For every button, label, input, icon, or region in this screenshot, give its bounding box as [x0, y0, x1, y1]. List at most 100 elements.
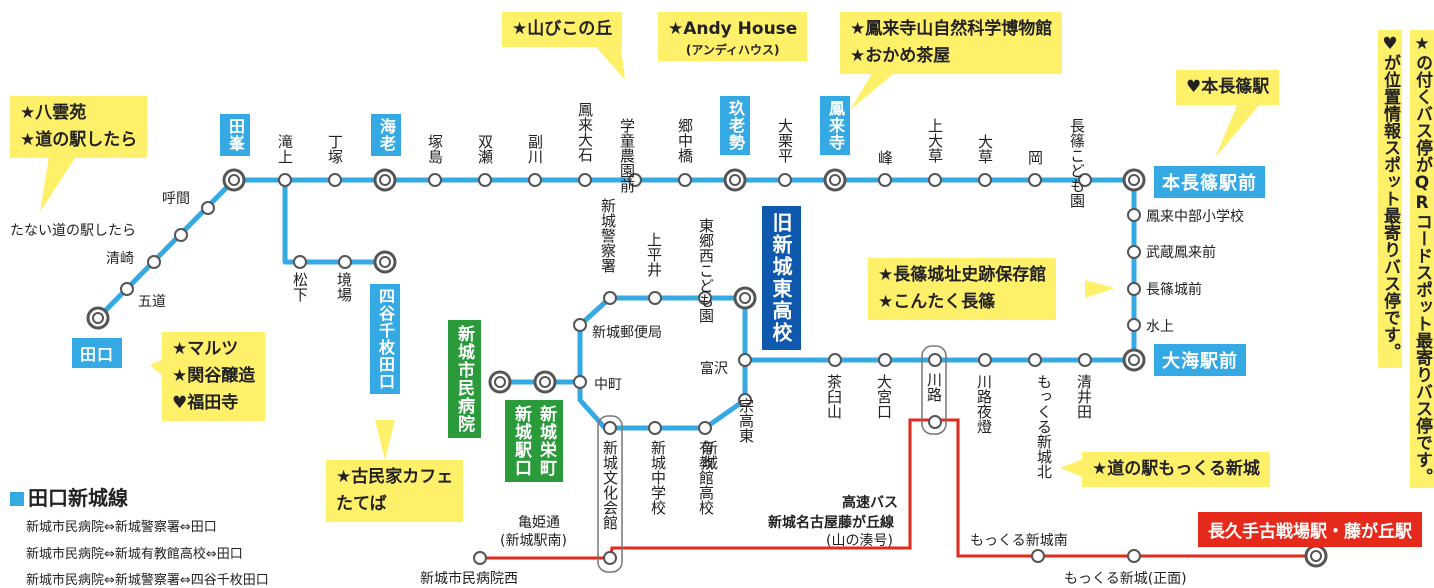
- stop-label: 新城警察署: [599, 198, 617, 273]
- stop-marker: [878, 353, 892, 367]
- stop-label: 新城: [701, 440, 719, 470]
- terminal-kuroze: 玖老勢: [720, 96, 750, 155]
- stop-marker: [1127, 282, 1141, 296]
- callout-line: ★マルツ: [172, 339, 239, 359]
- legend-route: 新城市民病院⇔新城有教館高校⇔田口: [26, 547, 243, 562]
- callout-line: ★八雲苑: [20, 103, 87, 123]
- stop-label: 水上: [1146, 319, 1174, 335]
- callout-line: ★長篠城址史跡保存館: [878, 265, 1047, 285]
- terminal-yotsuya: 四谷千枚田口: [370, 284, 400, 394]
- stop-marker: [147, 255, 161, 269]
- terminal-highschool: 旧新城東高校: [762, 206, 801, 350]
- note-heart: ♥が位置情報スポット最寄りバス停です。: [1378, 30, 1402, 368]
- stop-label: 長篠城前: [1146, 282, 1202, 298]
- callout-line: たてば: [336, 494, 387, 514]
- stop-label: もっくる新城南: [970, 533, 1068, 549]
- stop-marker: [778, 173, 792, 187]
- stop-marker: [738, 353, 752, 367]
- terminal-nagakute: 長久手古戦場駅・藤が丘駅: [1198, 512, 1422, 547]
- stop-label: 川路夜燈: [975, 374, 993, 434]
- stop-label: 境場: [335, 272, 353, 302]
- stop-marker: [174, 228, 188, 242]
- bunka-frame: [597, 415, 623, 573]
- callout-castle: ★長篠城址史跡保存館 ★こんたく長篠: [868, 258, 1057, 320]
- stop-marker: [1028, 173, 1042, 187]
- stop-label: 大宮口: [875, 374, 893, 419]
- stop-marker: [1127, 208, 1141, 222]
- stop-marker: [648, 291, 662, 305]
- stop-label: 郷中橋: [676, 118, 694, 163]
- express-label: 高速バス: [842, 495, 898, 511]
- stop-marker: [698, 421, 712, 435]
- terminal-ebi: 海老: [371, 114, 401, 156]
- callout-cafe: ★古民家カフェ たてば: [326, 460, 464, 522]
- terminal-tashina: 田峯: [220, 114, 250, 156]
- stop-marker: [928, 173, 942, 187]
- stop-label: 双瀬: [476, 134, 494, 164]
- callout-line: ♥福田寺: [172, 393, 239, 413]
- stop-label: 副川: [526, 134, 544, 164]
- stop-label: 塚島: [426, 134, 444, 164]
- callout-yamabiko: ★山びこの丘: [502, 12, 623, 47]
- stop-marker: [428, 173, 442, 187]
- stop-marker: [578, 173, 592, 187]
- legend-title-text: 田口新城線: [28, 486, 128, 510]
- stop-marker: [328, 173, 342, 187]
- stop-label: もっくる新城北: [1035, 374, 1053, 479]
- terminal-ekimae: 新城駅口: [505, 400, 538, 482]
- stop-marker: [828, 353, 842, 367]
- stop-label: 新城郵便局: [592, 325, 662, 341]
- stop-label: 東郷西こども園: [697, 218, 715, 323]
- stop-marker: [278, 173, 292, 187]
- stop-label: もっくる新城(正面): [1064, 571, 1187, 587]
- stop-label: 中町: [594, 377, 622, 393]
- stop-marker: [478, 173, 492, 187]
- terminal-stop-inner: [729, 174, 741, 186]
- stop-marker: [678, 173, 692, 187]
- stop-marker: [1127, 549, 1141, 563]
- stop-marker: [603, 421, 617, 435]
- terminal-stop-inner: [539, 376, 551, 388]
- loop-line: [577, 295, 748, 431]
- callout-mokkuru: ★道の駅もっくる新城: [1082, 452, 1270, 487]
- legend-route: 新城市民病院⇔新城警察署⇔四谷千枚田口: [26, 573, 269, 588]
- stop-marker: [628, 173, 642, 187]
- stop-label: 清井田: [1075, 374, 1093, 419]
- terminal-nagashino: 本長篠駅前: [1154, 166, 1265, 198]
- stop-marker: [1028, 353, 1042, 367]
- stop-marker: [293, 255, 307, 269]
- terminal-horaiji: 鳳来寺: [820, 96, 850, 155]
- legend-title: 田口新城線: [10, 482, 128, 511]
- stop-marker: [603, 291, 617, 305]
- terminal-stop-inner: [829, 174, 841, 186]
- terminal-hospital: 新城市民病院: [448, 320, 481, 438]
- terminal-stop-inner: [1128, 174, 1140, 186]
- stop-marker: [1127, 245, 1141, 259]
- callout-marutsu: ★マルツ ★関谷醸造 ♥福田寺: [162, 332, 266, 421]
- stop-marker: [878, 173, 892, 187]
- callout-line: ★Andy House: [668, 19, 798, 39]
- callout-line: ★鳳来寺山自然科学博物館: [850, 19, 1053, 39]
- stop-marker: [648, 421, 662, 435]
- stop-marker: [1127, 318, 1141, 332]
- terminal-stop-inner: [379, 174, 391, 186]
- stop-marker: [978, 353, 992, 367]
- stop-label: 岡: [1026, 150, 1044, 165]
- stop-label: 新城文化会館: [601, 440, 619, 530]
- stop-label: 上大草: [926, 118, 944, 163]
- stop-label: 新城市民病院西: [420, 571, 518, 587]
- terminal-stop-inner: [92, 312, 104, 324]
- stop-label: 滝上: [276, 134, 294, 164]
- stop-label: 長篠こども園: [1068, 118, 1086, 208]
- stop-label: 峰: [876, 150, 894, 165]
- stop-marker: [738, 393, 752, 407]
- stop-label: 清崎: [106, 251, 134, 267]
- stop-marker: [698, 291, 712, 305]
- callout-line: (アンディハウス): [685, 43, 780, 57]
- stop-label: 五道: [138, 294, 166, 310]
- callout-honnagashino: ♥本長篠駅: [1176, 70, 1280, 105]
- stop-label: (新城駅南): [500, 533, 567, 549]
- stop-label: 有教館高校: [697, 440, 715, 515]
- branch-line: [282, 180, 385, 265]
